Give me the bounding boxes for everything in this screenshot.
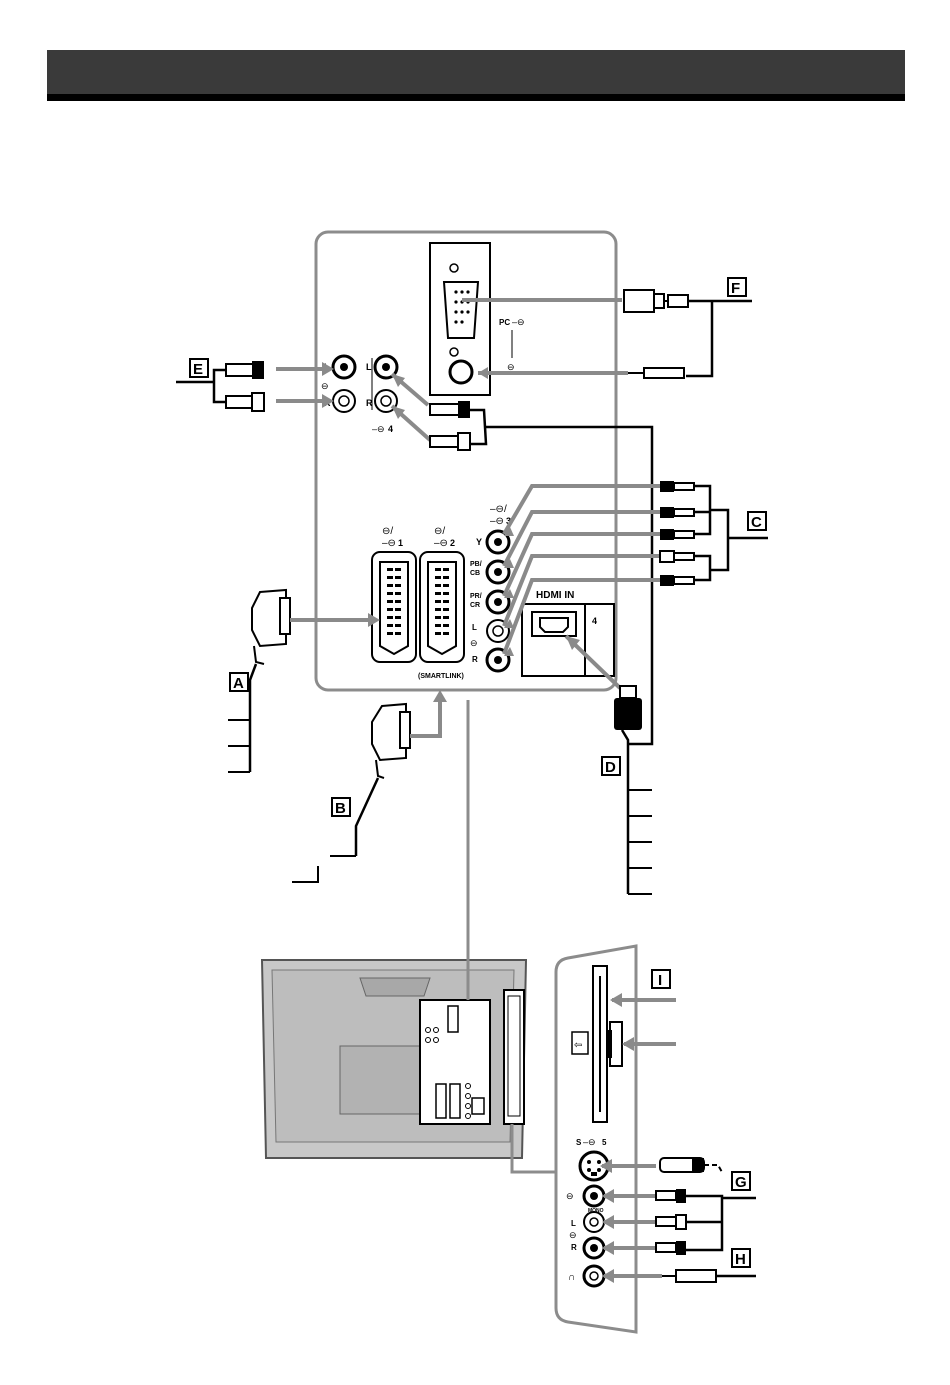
smartlink-label: (SMARTLINK) (418, 673, 464, 680)
pc-input-icon: –⊖ (512, 317, 525, 327)
cb-label: CB (470, 570, 480, 577)
comp-audio-icon: ⊖ (470, 638, 478, 648)
scart1-label: 1 (398, 538, 403, 548)
scart2-port (420, 552, 464, 662)
side-r-label: R (571, 1243, 577, 1252)
scart2-icon: ⊖/ (434, 526, 445, 537)
s5-icon: –⊖ (583, 1137, 596, 1147)
scart2-label: 2 (450, 538, 455, 548)
pr-label: PR/ (470, 593, 482, 600)
callout-i: I (658, 972, 662, 989)
av4-l-label: L (366, 362, 372, 372)
vga-port (444, 282, 478, 338)
scart2-icon-b: –⊖ (434, 538, 448, 549)
tv-rear-stand-mount (340, 1046, 422, 1114)
av4-label: 4 (388, 424, 393, 434)
callout-g: G (735, 1174, 747, 1191)
cr-label: CR (470, 602, 480, 609)
pc-label: PC (499, 318, 510, 327)
hdmi-number: 4 (592, 616, 597, 626)
scart1-port (372, 552, 416, 662)
hdmi-port (540, 618, 568, 632)
callout-e: E (193, 361, 203, 378)
pc-audio-jack (450, 361, 472, 383)
pc-audio-icon: ⊖ (507, 362, 515, 372)
headphone-icon: ∩ (568, 1272, 575, 1283)
scart-cable-b (292, 690, 447, 882)
callout-d: D (605, 759, 616, 776)
callout-a: A (233, 675, 244, 692)
scart-cable-a (228, 590, 380, 772)
comp-icon: –⊖/ (490, 504, 507, 515)
comp-icon-b: –⊖ (490, 516, 504, 527)
callout-c: C (751, 514, 762, 531)
side-l-label: L (571, 1219, 576, 1228)
s5-label: S (576, 1138, 582, 1147)
audio-out-icon: ⊖ (321, 381, 329, 391)
hdmi-in-label: HDMI IN (536, 590, 574, 601)
callout-b: B (335, 800, 346, 817)
callout-h: H (735, 1251, 746, 1268)
scart1-icon-b: –⊖ (382, 538, 396, 549)
callout-f: F (731, 280, 740, 297)
y-label: Y (476, 537, 482, 547)
svg-text:⇦: ⇦ (574, 1040, 582, 1051)
side-video-icon: ⊖ (566, 1191, 574, 1201)
scart1-icon: ⊖/ (382, 526, 393, 537)
s5-number: 5 (602, 1138, 607, 1147)
pc-cable-f (462, 290, 752, 379)
av4-icon: –⊖ (372, 424, 385, 434)
pb-label: PB/ (470, 561, 482, 568)
comp-r-label: R (472, 655, 478, 664)
side-audio-icon: ⊖ (569, 1230, 577, 1240)
av4-r-label: R (366, 398, 373, 408)
comp-l-label: L (472, 623, 477, 632)
